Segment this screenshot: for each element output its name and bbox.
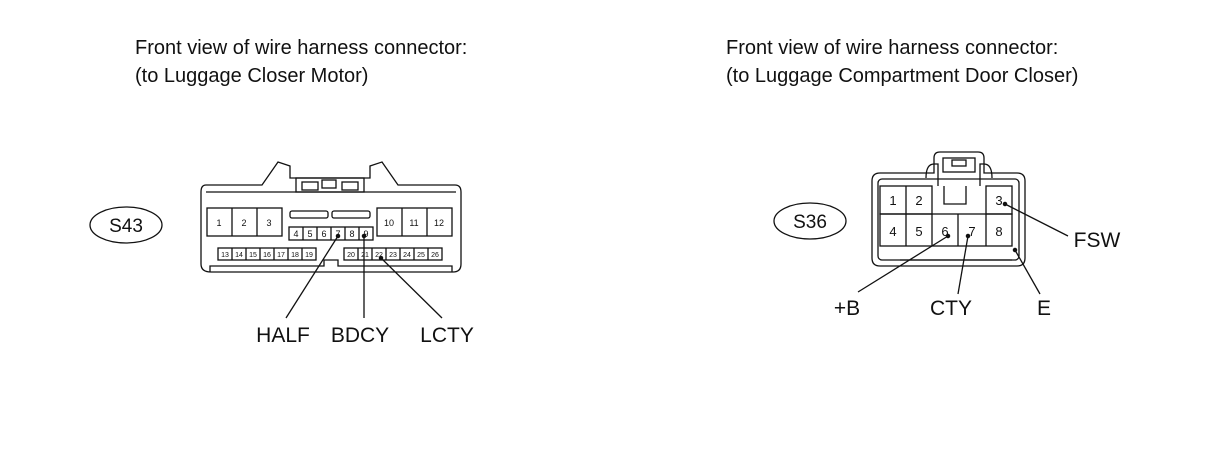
leader-dot [335,233,341,239]
leader-dot [945,233,951,239]
latch-window [301,181,319,191]
leader-dot [1002,201,1008,207]
connector-id-s43: S43 [109,216,143,237]
leader-e [1014,249,1041,295]
pin-25: 25 [417,252,425,259]
latch-s43 [295,177,365,193]
leader-cty [957,235,969,295]
pin-15: 15 [249,252,257,259]
label-e: E [1037,297,1051,320]
pin-22: 22 [375,252,383,259]
leader-dot [378,255,384,261]
pin-16: 16 [263,252,271,259]
right-caption-line1: Front view of wire harness connector: [726,37,1059,59]
latch-window [341,181,359,191]
pin-17: 17 [277,252,285,259]
pin-group-middle: 4 5 6 7 8 9 [288,226,374,241]
pin-8-r: 8 [995,224,1002,239]
pin-3: 3 [266,218,271,228]
pin-4-r: 4 [889,224,896,239]
lock-s36 [942,157,976,173]
pin-group-top-right: 10 11 12 [376,207,453,237]
pin-group-bottom-right: 20 21 22 23 24 25 26 [343,247,443,261]
pin-grid-s36: 1 2 3 4 5 6 7 8 [879,185,1013,247]
label-plus-b: +B [834,297,860,320]
pin-20: 20 [347,252,355,259]
left-caption-line1: Front view of wire harness connector: [135,37,468,59]
label-bdcy: BDCY [331,324,389,347]
pin-2: 2 [241,218,246,228]
left-caption: Front view of wire harness connector: (t… [135,34,467,90]
left-caption-line2: (to Luggage Closer Motor) [135,65,369,87]
leader-plus-b [857,235,949,293]
housing-inner [877,178,1020,261]
bottom-key-s43 [209,259,453,272]
pin-11: 11 [409,218,418,228]
leader-half [285,235,339,319]
connector-housing-s36 [871,151,1026,267]
connector-s43: S43 1 2 3 10 11 12 [89,161,474,347]
right-caption-line2: (to Luggage Compartment Door Closer) [726,65,1079,87]
connector-id-badge-s36 [773,202,847,240]
pin-18: 18 [291,252,299,259]
latch-window [321,179,337,189]
pin-2-r: 2 [915,193,922,208]
pin-1-r: 1 [889,193,896,208]
pin-14: 14 [235,252,243,259]
pin-10: 10 [384,218,394,228]
pin-19: 19 [305,252,313,259]
connector-housing-s43 [200,161,462,273]
label-fsw: FSW [1074,229,1121,252]
label-cty: CTY [930,297,972,320]
pin-5-r: 5 [915,224,922,239]
pin-1: 1 [216,218,221,228]
pin-group-bottom-left: 13 14 15 16 17 18 19 [217,247,317,261]
latch-left [925,163,939,186]
label-lcty: LCTY [420,324,474,347]
pin-3-r: 3 [995,193,1002,208]
leader-dot [1012,247,1018,253]
pin-13: 13 [221,252,229,259]
pin-8: 8 [349,229,354,239]
pin-6-r: 6 [941,224,948,239]
connector-id-badge-s43 [89,206,163,244]
leader-fsw [1004,203,1069,237]
leader-lcty [380,257,443,319]
latch-right [979,163,993,186]
pin-23: 23 [389,252,397,259]
pin-4: 4 [293,229,298,239]
pin-12: 12 [434,218,444,228]
pin-7-r: 7 [968,224,975,239]
pin-6: 6 [321,229,326,239]
connector-s36: S36 1 2 3 4 5 6 7 8 [773,151,1121,320]
pin-26: 26 [431,252,439,259]
key-notch [943,186,967,205]
pin-group-top-left: 1 2 3 [206,207,283,237]
label-half: HALF [256,324,310,347]
pin-9: 9 [363,229,368,239]
pin-21: 21 [361,252,369,259]
blank-slot [289,210,329,219]
connector-id-s36: S36 [793,212,827,233]
leader-dot [965,233,971,239]
leader-dot [361,233,367,239]
pin-5: 5 [307,229,312,239]
lock-window [951,159,967,167]
pin-24: 24 [403,252,411,259]
right-caption: Front view of wire harness connector: (t… [726,34,1078,90]
blank-slot [331,210,371,219]
